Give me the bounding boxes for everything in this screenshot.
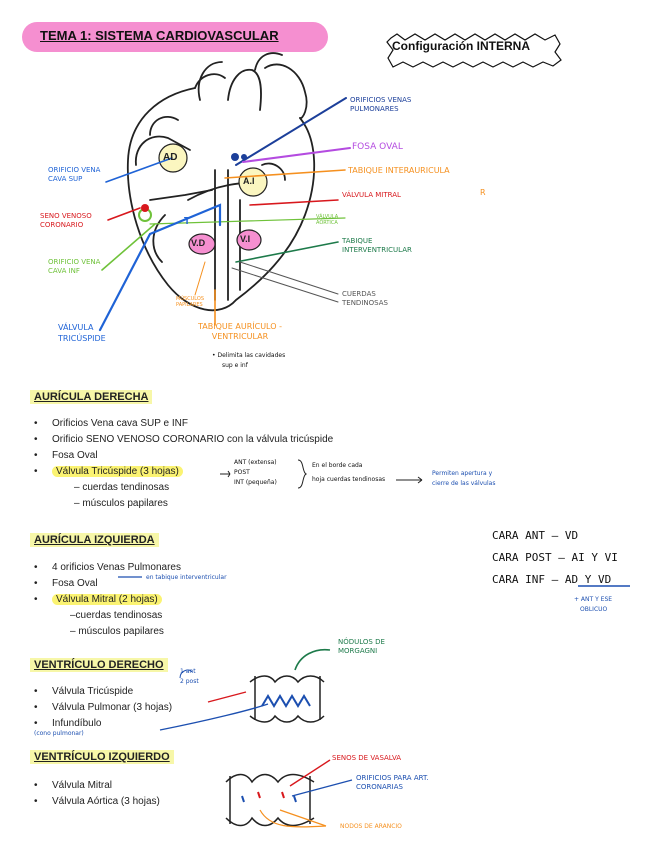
- cara-note-2: OBLICUO: [580, 606, 608, 613]
- label-senos-vasalva: SENOS DE VASALVA: [332, 754, 402, 762]
- valve-note-3: Permiten apertura y: [432, 470, 493, 477]
- section-vd-list: Válvula Tricúspide Válvula Pulmonar (3 h…: [30, 684, 290, 732]
- list-item: Válvula Aórtica (3 hojas): [30, 794, 290, 810]
- list-subitem: – músculos papilares: [74, 498, 168, 509]
- leaflet-int: INT (pequeña): [234, 479, 277, 486]
- section-vd-title-wrap: VENTRÍCULO DERECHO: [30, 655, 168, 673]
- delimita-note-1: • Delimita las cavidades: [212, 352, 286, 359]
- tricuspide-annotation-lines: [220, 459, 423, 489]
- section-vd-title: VENTRÍCULO DERECHO: [30, 658, 168, 672]
- valve-note-2: hoja cuerdas tendinosas: [312, 476, 386, 483]
- leaflet-ant: ANT (extensa): [234, 459, 277, 466]
- list-item: Orificios Vena cava SUP e INF: [30, 416, 460, 432]
- infundibulo-note: (cono pulmonar): [34, 730, 84, 737]
- label-t: T: [184, 216, 191, 227]
- pulmonary-valve-drawing: [159, 648, 331, 731]
- fosa-arrow: [118, 576, 142, 578]
- chamber-ai: A.I: [243, 176, 255, 186]
- fosa-note: en tabique interventricular: [146, 574, 227, 581]
- label-valvula-mitral: VÁLVULA MITRAL: [342, 191, 401, 199]
- valve-note-1: En el borde cada: [312, 462, 363, 469]
- valve-note-4: cierre de las válvulas: [432, 480, 496, 487]
- heart-diagram: [98, 52, 351, 332]
- list-item: Válvula Tricúspide (3 hojas): [30, 464, 460, 480]
- cara-post: CARA POST – AI Y VI: [492, 551, 618, 564]
- label-orificio-vena-cava-sup: ORIFICIO VENA CAVA SUP: [48, 166, 101, 183]
- cara-block: CARA ANT – VD CARA POST – AI Y VI CARA I…: [492, 525, 618, 591]
- cara-underline: [578, 585, 630, 587]
- section-vi-title: VENTRÍCULO IZQUIERDO: [30, 750, 174, 764]
- label-valvula-tricuspide: VÁLVULA TRICÚSPIDE: [58, 323, 106, 343]
- highlighted-valve: Válvula Tricúspide (3 hojas): [52, 466, 183, 477]
- highlighted-valve: Válvula Mitral (2 hojas): [52, 594, 162, 605]
- label-tabique-auriculo-ventricular: TABIQUE AURÍCULO - VENTRICULAR: [198, 322, 282, 341]
- label-nodos-arancio: NODOS DE ARANCIO: [340, 823, 402, 830]
- section-ad-list: Orificios Vena cava SUP e INF Orificio S…: [30, 416, 460, 512]
- chamber-ad: AD: [163, 152, 178, 163]
- list-item: Válvula Tricúspide: [30, 684, 290, 700]
- tric-note-1: 1 ant: [180, 668, 196, 675]
- label-orificios-coronarias: ORIFICIOS PARA ART. CORONARIAS: [356, 774, 429, 791]
- list-item: Orificio SENO VENOSO CORONARIO con la vá…: [30, 432, 460, 448]
- list-item: Fosa Oval: [30, 448, 460, 464]
- section-ai-title: AURÍCULA IZQUIERDA: [30, 533, 159, 547]
- aortic-valve-drawing: [225, 759, 353, 828]
- tric-note-2: 2 post: [180, 678, 199, 685]
- label-nodulos-morgagni: NÓDULOS DE MORGAGNI: [338, 638, 385, 655]
- label-orificios-venas-pulmonares: ORIFICIOS VENAS PULMONARES: [350, 96, 412, 113]
- delimita-note-2: sup e inf: [222, 362, 248, 369]
- list-item: Válvula Mitral: [30, 778, 290, 794]
- label-fosa-oval: FOSA OVAL: [352, 142, 403, 152]
- config-frame: [386, 33, 562, 68]
- section-ai-title-wrap: AURÍCULA IZQUIERDA: [30, 530, 159, 548]
- leaflet-post: POST: [234, 469, 250, 476]
- label-r: R: [480, 188, 486, 197]
- label-musculos-papilares: MÚSCULOS PAPILARES: [176, 296, 205, 308]
- label-tabique-interauricular: TABIQUE INTERAURICULA: [348, 166, 450, 175]
- list-item: Infundíbulo: [30, 716, 290, 732]
- label-seno-venoso-coronario: SENO VENOSO CORONARIO: [40, 212, 92, 229]
- section-vi-list: Válvula Mitral Válvula Aórtica (3 hojas): [30, 778, 290, 810]
- list-item: Válvula Pulmonar (3 hojas): [30, 700, 290, 716]
- label-valvula-aortica: VÁLVULA AÓRTICA: [316, 214, 339, 226]
- label-cuerdas-tendinosas: CUERDAS TENDINOSAS: [342, 290, 388, 307]
- section-ai-list: 4 orificios Venas Pulmonares Fosa Oval V…: [30, 560, 330, 640]
- label-orificio-vena-cava-inf: ORIFICIO VENA CAVA INF: [48, 258, 101, 275]
- title-highlight: [22, 22, 328, 52]
- config-label: Configuración INTERNA: [392, 39, 530, 53]
- cara-note-1: + ANT Y ESE: [574, 596, 613, 603]
- list-subitem: –cuerdas tendinosas: [70, 610, 163, 621]
- list-subitem: – músculos papilares: [70, 626, 164, 637]
- list-subitem: – cuerdas tendinosas: [74, 482, 170, 493]
- page-title: TEMA 1: SISTEMA CARDIOVASCULAR: [40, 28, 279, 43]
- list-item: 4 orificios Venas Pulmonares: [30, 560, 330, 576]
- chamber-vd: V.D: [191, 238, 206, 248]
- list-item: Válvula Mitral (2 hojas): [30, 592, 330, 608]
- label-tabique-interventricular: TABIQUE INTERVENTRICULAR: [342, 237, 412, 254]
- cara-inf: CARA INF – AD Y VD: [492, 573, 612, 586]
- cara-ant: CARA ANT – VD: [492, 529, 579, 542]
- list-item: Fosa Oval: [30, 576, 330, 592]
- section-ad-title: AURÍCULA DERECHA: [30, 390, 153, 404]
- section-vi-title-wrap: VENTRÍCULO IZQUIERDO: [30, 747, 174, 765]
- chamber-vi: V.I: [240, 234, 251, 244]
- section-ad-title-wrap: AURÍCULA DERECHA: [30, 387, 153, 405]
